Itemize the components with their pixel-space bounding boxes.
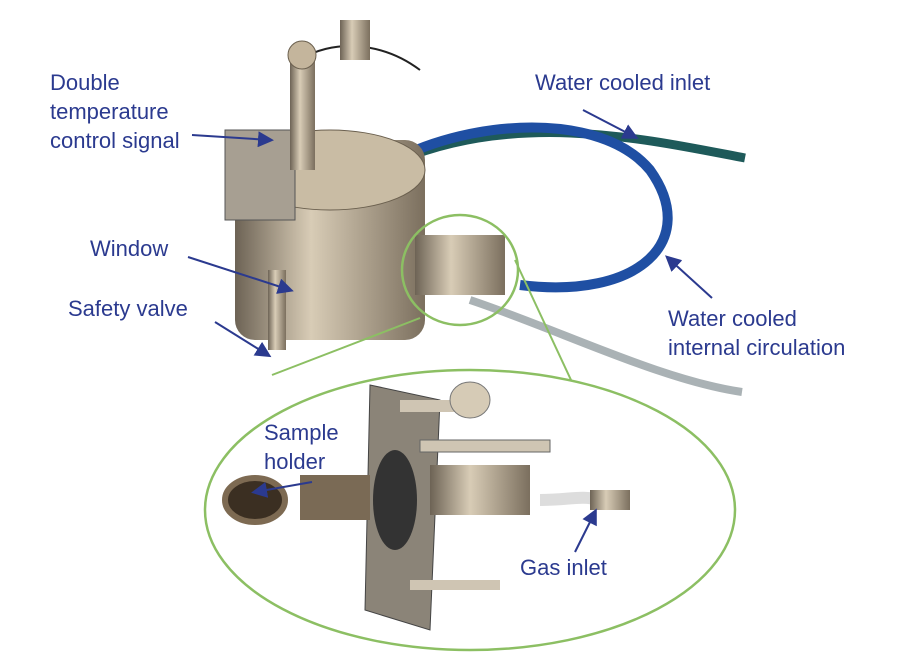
label-sample-holder: Sample holder	[264, 418, 339, 476]
label-line: temperature	[50, 99, 169, 124]
grey-tube	[468, 296, 743, 396]
label-line: Sample	[264, 420, 339, 445]
label-safety-valve: Safety valve	[68, 296, 188, 321]
blue-hose	[392, 122, 673, 293]
label-line: Double	[50, 70, 120, 95]
label-temp-signal: Double temperature control signal	[50, 68, 180, 155]
label-line: internal circulation	[668, 335, 846, 360]
label-gas-inlet: Gas inlet	[520, 555, 607, 580]
label-water-circulation: Water cooled internal circulation	[668, 304, 845, 362]
label-window: Window	[90, 236, 169, 261]
label-line: holder	[264, 449, 326, 474]
label-line: Water cooled	[668, 306, 797, 331]
callout-small	[400, 213, 520, 327]
label-line: control signal	[50, 128, 180, 153]
sample-ring	[222, 475, 288, 525]
label-water-inlet: Water cooled inlet	[535, 70, 711, 95]
